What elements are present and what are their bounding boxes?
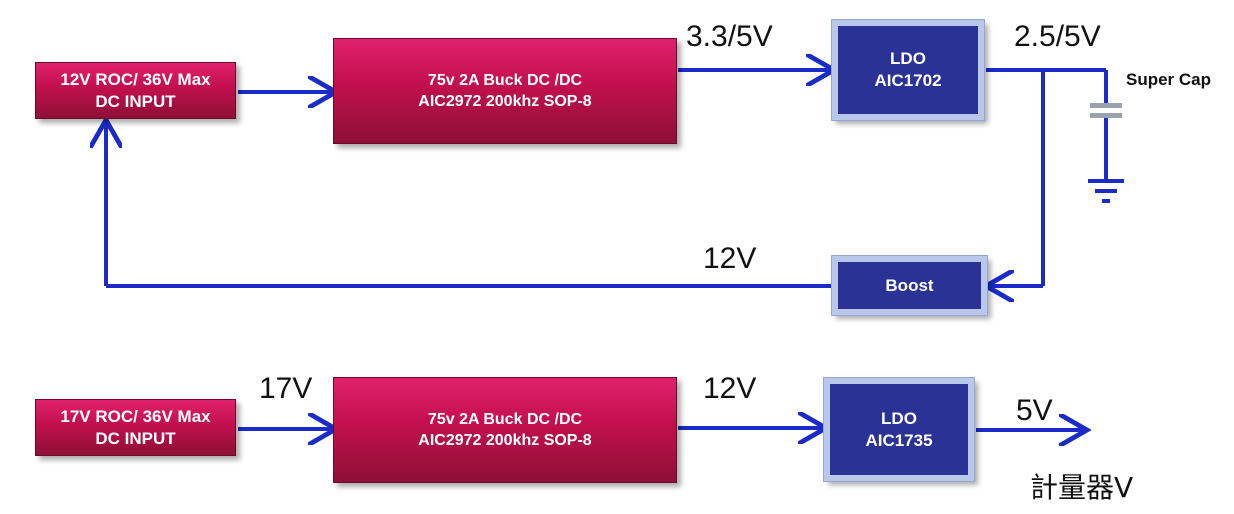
bottom-ldo-block: LDO AIC1735: [823, 377, 975, 482]
bottom-input-voltage-label: 17V: [259, 372, 313, 405]
bottom-input-block: 17V ROC/ 36V Max DC INPUT: [35, 399, 236, 456]
top-input-line1: 12V ROC/ 36V Max: [60, 69, 211, 89]
bottom-ldo-line2: AIC1735: [865, 430, 933, 450]
bottom-buck-output-voltage-label: 12V: [703, 372, 757, 405]
top-ldo-block: LDO AIC1702: [831, 19, 985, 121]
ldo-output-voltage-label: 2.5/5V: [1014, 20, 1101, 53]
bottom-ldo-output-voltage-label: 5V: [1016, 394, 1053, 427]
top-input-block: 12V ROC/ 36V Max DC INPUT: [35, 62, 236, 119]
boost-output-voltage-label: 12V: [703, 242, 757, 275]
top-input-line2: DC INPUT: [95, 91, 176, 111]
supercap-label: Super Cap: [1126, 70, 1212, 89]
boost-label: Boost: [885, 275, 934, 295]
bottom-buck-line1: 75v 2A Buck DC /DC: [427, 411, 583, 428]
top-ldo-line2: AIC1702: [874, 71, 942, 90]
top-buck-block: 75v 2A Buck DC /DC AIC2972 200khz SOP-8: [333, 38, 677, 144]
footer-text: 計量器V: [1030, 471, 1134, 504]
bottom-buck-line2: AIC2972 200khz SOP-8: [418, 432, 592, 449]
buck-output-voltage-label: 3.3/5V: [686, 20, 773, 53]
bottom-ldo-line1: LDO: [881, 408, 917, 428]
top-ldo-line1: LDO: [890, 49, 926, 68]
top-buck-line2: AIC2972 200khz SOP-8: [418, 93, 592, 110]
boost-block: Boost: [831, 255, 988, 316]
bottom-buck-block: 75v 2A Buck DC /DC AIC2972 200khz SOP-8: [333, 377, 677, 483]
supercap-plate-top: [1090, 103, 1122, 108]
bottom-input-line1: 17V ROC/ 36V Max: [60, 406, 211, 426]
bottom-input-line2: DC INPUT: [95, 428, 176, 448]
top-buck-line1: 75v 2A Buck DC /DC: [427, 72, 583, 89]
supercap-plate-bottom: [1090, 113, 1122, 118]
